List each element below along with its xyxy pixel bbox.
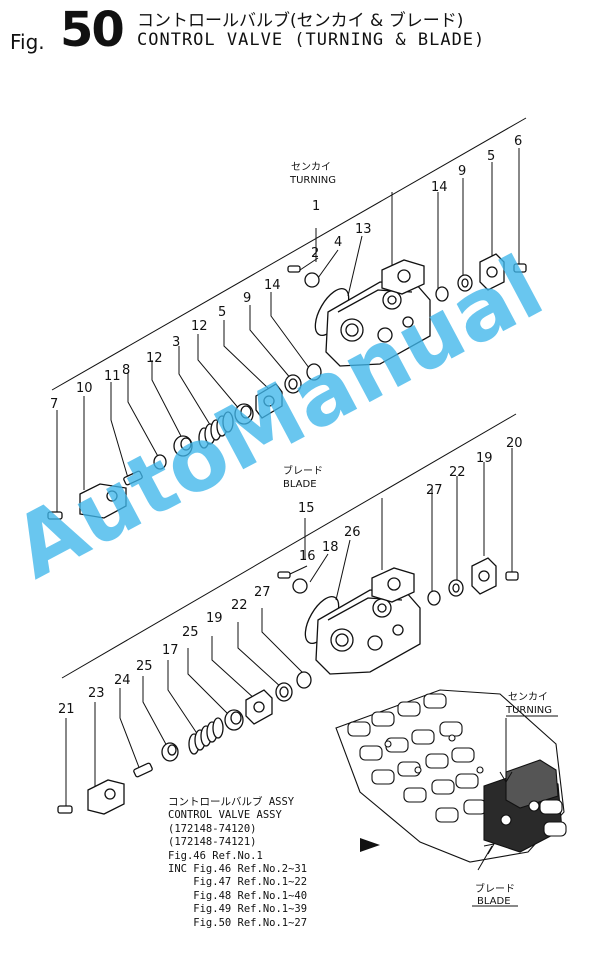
ref-number-label: 2 <box>311 246 319 261</box>
ref-number-label: 27 <box>426 483 443 498</box>
assembly-note-line: Fig.50 Ref.No.1~27 <box>168 916 308 929</box>
ref-number-label: 9 <box>458 164 466 179</box>
ref-number-label: 9 <box>243 291 251 306</box>
assembly-note-line: Fig.47 Ref.No.1~22 <box>168 876 308 889</box>
ref-number-label: 11 <box>104 369 121 384</box>
ref-number-label: 24 <box>114 673 131 688</box>
turning-leader-baseline <box>51 117 527 391</box>
ref-number-label: 5 <box>487 149 495 164</box>
ref-number-label: 3 <box>172 335 180 350</box>
inset-assembly-illustration <box>335 689 567 863</box>
ref-number-label: 14 <box>431 180 448 195</box>
ref-number-label: 4 <box>334 235 342 250</box>
group-label-turning-jp: センカイ <box>291 161 331 173</box>
bolt-icon <box>47 511 63 520</box>
pointer-arrow-icon <box>360 838 380 852</box>
fig-prefix: Fig. <box>10 30 45 54</box>
spring-icon <box>198 411 234 449</box>
inset-label-blade-jp: ブレード <box>475 882 515 895</box>
ref-number-label: 19 <box>206 611 223 626</box>
ref-number-label: 27 <box>254 585 271 600</box>
assembly-note-line: Fig.46 Ref.No.1 <box>168 849 263 862</box>
assembly-note-line: INC Fig.46 Ref.No.2~31 <box>168 863 308 876</box>
inset-label-turning-jp: センカイ <box>508 691 548 703</box>
ref-number-label: 12 <box>146 351 163 366</box>
ref-number-label: 18 <box>322 540 339 555</box>
assembly-note-line: Fig.49 Ref.No.1~39 <box>168 903 308 916</box>
ref-number-label: 20 <box>506 436 523 451</box>
turning-parts <box>47 253 527 520</box>
title-english: CONTROL VALVE (TURNING & BLADE) <box>137 30 486 50</box>
ref-number-label: 8 <box>122 363 130 378</box>
group-label-turning-en: TURNING <box>289 175 336 186</box>
ref-number-label: 19 <box>476 451 493 466</box>
ref-number-label: 1 <box>312 199 320 214</box>
ref-number-label: 7 <box>50 397 58 412</box>
washer-icon <box>153 454 167 470</box>
ref-number-label: 23 <box>88 686 105 701</box>
blade-parts <box>57 557 519 815</box>
ref-number-label: 22 <box>449 465 466 480</box>
blade-valve-body <box>315 567 421 675</box>
ref-number-label: 12 <box>191 319 208 334</box>
ref-number-label: 17 <box>162 643 179 658</box>
ref-number-label: 14 <box>264 278 281 293</box>
ref-number-label: 15 <box>298 501 315 516</box>
assembly-note-line: コントロールバルブ ASSY <box>168 796 295 808</box>
assembly-note-line: (172148-74120) <box>168 822 257 835</box>
title-japanese: コントロールバルブ(センカイ & ブレード) <box>137 11 464 31</box>
ref-number-label: 22 <box>231 598 248 613</box>
blade-leader-baseline <box>61 413 517 679</box>
ref-number-label: 16 <box>299 549 316 564</box>
inset-label-blade-en: BLADE <box>477 896 511 907</box>
ref-number-label: 5 <box>218 305 226 320</box>
assembly-note-line: Fig.48 Ref.No.1~40 <box>168 889 308 902</box>
turning-valve-body <box>325 259 431 367</box>
inset-label-turning-en: TURNING <box>505 705 552 716</box>
o-ring-icon <box>306 363 322 381</box>
group-label-blade-en: BLADE <box>283 479 317 490</box>
ref-number-label: 6 <box>514 134 522 149</box>
ref-number-label: 25 <box>182 625 199 640</box>
assembly-note-line: CONTROL VALVE ASSY <box>168 809 282 822</box>
fig-number: 50 <box>60 2 125 58</box>
ref-number-label: 10 <box>76 381 93 396</box>
ref-number-label: 13 <box>355 222 372 237</box>
assembly-note-line: (172148-74121) <box>168 836 257 849</box>
ref-number-label: 25 <box>136 659 153 674</box>
ref-number-label: 26 <box>344 525 361 540</box>
ref-number-label: 21 <box>58 702 75 717</box>
group-label-blade-jp: ブレード <box>283 464 323 477</box>
